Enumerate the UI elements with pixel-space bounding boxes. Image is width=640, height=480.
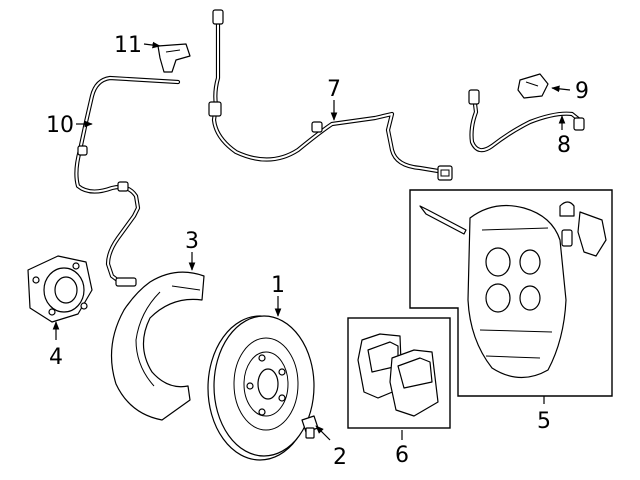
callout-10: 10 (46, 113, 74, 138)
callout-4: 4 (49, 345, 63, 370)
callout-1: 1 (271, 273, 285, 298)
bolt-part-2 (301, 415, 319, 439)
speed-sensor-wire-part-10 (74, 75, 181, 287)
sensor-wire-part-8 (468, 89, 585, 153)
brake-pads-part-6 (347, 317, 451, 429)
brake-caliper-part-5 (409, 189, 613, 397)
retaining-clip-part-9 (517, 73, 549, 99)
callout-7: 7 (327, 77, 341, 102)
splash-shield-part-3 (110, 271, 205, 421)
callout-2: 2 (333, 445, 347, 470)
callout-11: 11 (114, 33, 142, 58)
callout-9: 9 (575, 79, 589, 104)
callout-8: 8 (557, 133, 571, 158)
wheel-hub-part-4 (27, 255, 93, 323)
brake-rotor-part-1 (207, 315, 315, 461)
pads-box (347, 317, 451, 429)
callout-3: 3 (185, 229, 199, 254)
callout-6: 6 (395, 443, 409, 468)
callout-leaders (52, 41, 571, 441)
wear-sensor-wire-part-7 (208, 9, 453, 181)
caliper-box (409, 189, 613, 397)
callout-5: 5 (537, 409, 551, 434)
callout-labels: 1 2 3 4 5 6 7 8 9 10 11 (46, 33, 589, 470)
bracket-part-11 (157, 43, 191, 73)
